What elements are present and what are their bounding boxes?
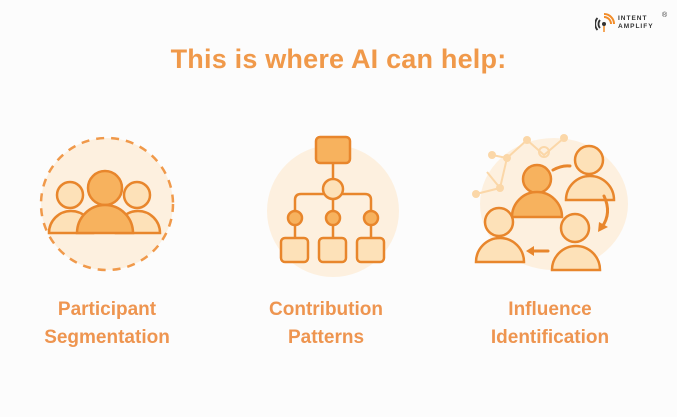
card-influence-identification (462, 128, 642, 278)
label-line-1: Contribution (269, 299, 383, 320)
brand-name: INTENT AMPLIFY (618, 15, 654, 31)
label-line-1: Participant (57, 299, 157, 320)
card-contribution-patterns (231, 128, 431, 278)
hierarchy-tree-icon (267, 135, 399, 277)
participant-group-icon (39, 136, 175, 272)
page-title: This is where AI can help: (170, 44, 507, 74)
card-participant-segmentation (7, 128, 207, 278)
label-line-2: Identification (490, 327, 610, 348)
label-line-2: Segmentation (44, 327, 170, 348)
label-line-2: Patterns (287, 327, 365, 348)
label-contribution-patterns: Contribution Patterns (226, 296, 426, 352)
brand-line-1: INTENT (618, 15, 648, 22)
brand-line-2: AMPLIFY (618, 23, 654, 30)
label-participant-segmentation: Participant Segmentation (7, 296, 207, 352)
label-influence-identification: Influence Identification (450, 296, 650, 352)
brand-logo: INTENT AMPLIFY ® (595, 12, 667, 33)
label-line-1: Influence (508, 299, 592, 320)
registered-mark: ® (662, 12, 668, 19)
signal-broadcast-icon (595, 13, 615, 32)
influence-network-icon (472, 134, 628, 272)
